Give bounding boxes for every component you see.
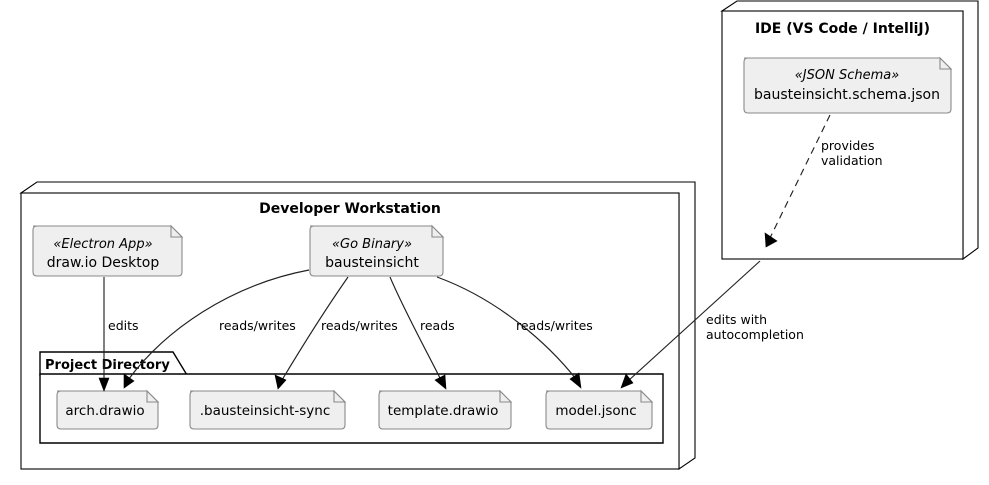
- json-schema-stereotype: «JSON Schema»: [795, 68, 900, 83]
- reads-writes-arch-label: reads/writes: [219, 318, 296, 333]
- file-bausteinsicht-sync[interactable]: .bausteinsicht-sync: [189, 389, 347, 430]
- edge-edits: edits: [98, 277, 139, 392]
- artifact-json-schema[interactable]: «JSON Schema» bausteinsicht.schema.json: [743, 56, 953, 114]
- ide-node-body: [721, 10, 964, 260]
- reads-writes-model-arrowhead: [569, 372, 582, 389]
- bausteinsicht-stereotype: «Go Binary»: [332, 237, 412, 252]
- edge-reads-writes-sync: reads/writes: [274, 276, 398, 390]
- provides-validation-label-line2: validation: [821, 153, 883, 168]
- arch-drawio-label: arch.drawio: [65, 403, 144, 419]
- document-icon: [333, 389, 347, 403]
- project-directory-label: Project Directory: [45, 358, 170, 373]
- node-ide[interactable]: IDE (VS Code / IntelliJ) «JSON Schema» b…: [720, 0, 979, 261]
- edits-autocompletion-label-line2: autocompletion: [706, 327, 804, 342]
- drawio-desktop-stereotype: «Electron App»: [53, 237, 152, 252]
- package-project-directory[interactable]: Project Directory arch.drawio .bausteins…: [39, 351, 664, 444]
- edge-reads-template: reads: [389, 276, 455, 390]
- reads-writes-arch-arrowhead: [123, 373, 135, 389]
- edits-arrowhead: [98, 377, 110, 392]
- json-schema-name: bausteinsicht.schema.json: [754, 87, 940, 103]
- bausteinsicht-artifact-body: [309, 225, 444, 277]
- reads-writes-model-line: [436, 276, 577, 380]
- model-jsonc-body: [545, 390, 653, 430]
- document-icon: [499, 389, 513, 403]
- provides-validation-label-line1: provides: [821, 138, 874, 153]
- document-icon: [640, 389, 654, 403]
- template-drawio-body: [378, 390, 512, 430]
- artifact-drawio-desktop[interactable]: «Electron App» draw.io Desktop: [32, 224, 184, 277]
- workstation-node-title: Developer Workstation: [259, 201, 441, 217]
- artifact-bausteinsicht[interactable]: «Go Binary» bausteinsicht: [309, 224, 445, 277]
- file-model-jsonc[interactable]: model.jsonc: [545, 389, 654, 430]
- reads-template-label: reads: [420, 318, 455, 333]
- reads-writes-sync-arrowhead: [274, 374, 287, 390]
- edge-edits-autocompletion: edits with autocompletion: [620, 260, 804, 389]
- bausteinsicht-name: bausteinsicht: [325, 255, 419, 271]
- reads-writes-sync-label: reads/writes: [321, 318, 398, 333]
- provides-validation-arrowhead: [764, 232, 778, 248]
- node-developer-workstation[interactable]: Developer Workstation «Electron App» dra…: [19, 181, 696, 471]
- edge-reads-writes-model: reads/writes: [436, 276, 593, 389]
- edge-reads-writes-arch: reads/writes: [123, 269, 310, 389]
- document-icon: [431, 224, 445, 238]
- drawio-desktop-artifact-body: [32, 225, 183, 277]
- file-arch-drawio[interactable]: arch.drawio: [56, 389, 160, 430]
- reads-writes-sync-line: [281, 276, 349, 381]
- document-icon: [146, 389, 160, 403]
- arch-drawio-body: [56, 390, 159, 430]
- document-icon: [939, 56, 953, 70]
- document-icon: [170, 224, 184, 238]
- reads-writes-arch-line: [127, 269, 310, 381]
- reads-writes-model-label: reads/writes: [516, 318, 593, 333]
- reads-template-line: [389, 276, 442, 381]
- json-schema-artifact-body: [743, 57, 952, 114]
- edge-provides-validation: provides validation: [764, 114, 883, 248]
- bausteinsicht-sync-body: [189, 390, 346, 430]
- edits-autocompletion-label-line1: edits with: [706, 312, 767, 327]
- edits-label: edits: [108, 318, 139, 333]
- drawio-desktop-name: draw.io Desktop: [47, 255, 160, 271]
- edits-autocompletion-arrowhead: [620, 373, 634, 389]
- ide-node-title: IDE (VS Code / IntelliJ): [755, 21, 930, 37]
- bausteinsicht-sync-label: .bausteinsicht-sync: [200, 403, 331, 419]
- reads-template-arrowhead: [434, 374, 447, 390]
- file-template-drawio[interactable]: template.drawio: [378, 389, 513, 430]
- template-drawio-label: template.drawio: [388, 403, 499, 419]
- edits-autocompletion-line: [627, 260, 761, 382]
- model-jsonc-label: model.jsonc: [555, 403, 636, 419]
